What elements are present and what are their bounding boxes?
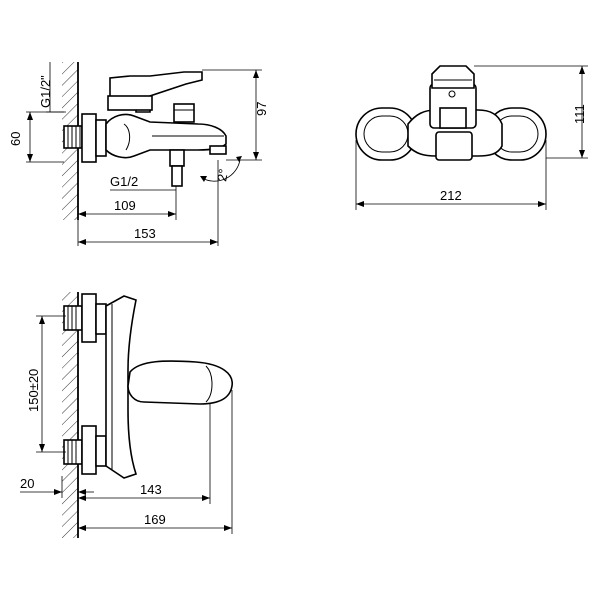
aerator	[209, 145, 227, 155]
dim-60: 60	[8, 132, 23, 146]
dim-212: 212	[440, 188, 462, 203]
thread-label-bottom: G1/2	[110, 174, 138, 189]
angle-arc	[201, 159, 241, 182]
dim-111: 111	[572, 104, 587, 124]
dim-109: 109	[114, 198, 136, 213]
angle-label: 2°	[214, 168, 231, 183]
front-spout	[435, 131, 473, 161]
dim-150: 150±20	[26, 369, 41, 412]
dim-20: 20	[20, 476, 34, 491]
side-elevation-view: 2° 97 G1/2" 60 G1/2 109 153	[8, 62, 269, 246]
inlet-thread	[63, 125, 83, 149]
dim-97: 97	[254, 102, 269, 116]
wall-hatch-lower	[62, 292, 78, 538]
dim-153: 153	[134, 226, 156, 241]
plan-handle	[127, 360, 233, 405]
front-handle-top	[431, 65, 475, 89]
dim-143: 143	[140, 482, 162, 497]
shower-outlet	[169, 149, 185, 167]
plan-view: 150±20 20 143 169	[20, 292, 233, 538]
indicator-dot	[448, 90, 456, 98]
lower-inlet	[63, 425, 107, 475]
shower-outlet-thread	[171, 165, 183, 187]
escutcheon	[81, 113, 97, 163]
mixer-body-detail	[123, 123, 131, 151]
plan-handle-detail	[205, 365, 213, 403]
left-escutcheon	[355, 107, 417, 161]
upper-inlet	[63, 293, 107, 343]
plan-body	[105, 295, 138, 479]
cartridge-cap	[107, 95, 153, 111]
front-diverter	[439, 107, 467, 129]
front-elevation-view: 111 212	[355, 65, 588, 210]
thread-label-top: G1/2"	[38, 75, 53, 108]
dim-169: 169	[144, 512, 166, 527]
diverter-knob	[173, 103, 195, 123]
escutcheon-nut	[95, 119, 107, 157]
